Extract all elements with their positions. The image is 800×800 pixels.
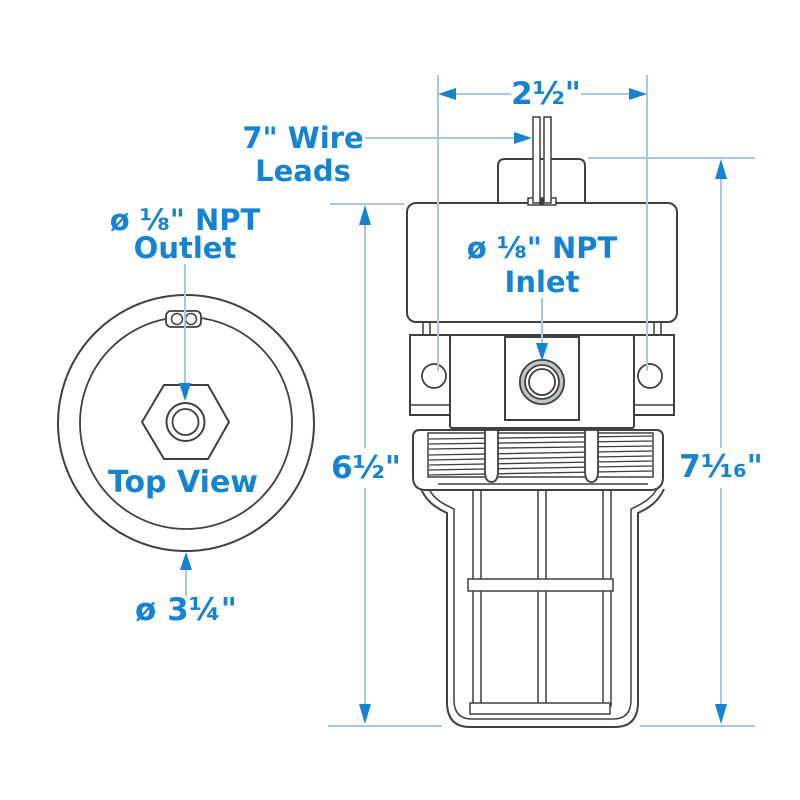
outlet-label-line2: Outlet <box>134 231 237 265</box>
cage-right-bar <box>602 488 612 707</box>
arrowhead-total-height-bottom <box>715 704 727 724</box>
feedthrough-wire-left <box>170 312 184 326</box>
wire-feedthrough <box>165 310 202 328</box>
filter-head-cap <box>412 429 664 491</box>
dim-body-height-label: 6½" <box>331 450 401 486</box>
dim-top-diameter: ø 3¼" <box>132 552 240 631</box>
inlet-port-outer-circle <box>519 359 565 405</box>
mounting-hole-left <box>421 363 447 389</box>
wire-leads-label-line1: 7" Wire <box>242 121 363 155</box>
dim-width-label: 2½" <box>511 76 581 112</box>
cage-center-bar <box>537 485 547 707</box>
top-view-caption: Top View <box>108 465 258 500</box>
cage-left-bar <box>472 488 482 707</box>
dim-top-diameter-label: ø 3¼" <box>135 592 237 628</box>
wire-lead-right <box>543 116 552 204</box>
dim-body-height: 6½" <box>328 203 442 727</box>
filter-head-rib-lines <box>428 435 653 476</box>
dim-total-height-label: 7¹⁄₁₆" <box>679 449 763 485</box>
inlet-port-ring-shading <box>520 360 564 404</box>
bracket-step-tabs <box>422 322 662 336</box>
arrowhead-outlet <box>179 383 191 401</box>
wire-leads-label-line2: Leads <box>255 154 351 188</box>
arrowhead-total-height-top <box>715 159 727 179</box>
inlet-label-line1: ø ⅛" NPT <box>467 231 618 265</box>
wire-base-center <box>539 199 544 205</box>
strainer-bowl-inner-wall <box>428 488 658 720</box>
mounting-wing-left <box>409 334 451 416</box>
cap-slot-left <box>484 429 499 483</box>
wire-feedthrough-housing <box>165 310 202 328</box>
top-view <box>57 294 315 552</box>
strainer-bowl-outer-wall <box>420 488 665 728</box>
arrowhead-inlet <box>536 343 548 361</box>
callout-inlet: ø ⅛" NPT Inlet <box>464 228 620 361</box>
terminal-cap <box>497 158 586 204</box>
arrowhead-body-height-bottom <box>359 704 371 724</box>
dim-width-across-mounts: 2½" <box>437 73 648 371</box>
arrowhead-top-diameter <box>180 552 192 570</box>
arrowhead-wire-leads <box>514 132 532 144</box>
arrowhead-width-right <box>629 88 647 100</box>
arrowhead-body-height-top <box>359 205 371 225</box>
inlet-port-inner-circle <box>528 368 556 396</box>
dimension-annotations: 2½" 7" Wire Leads ø ⅛" NPT Outlet ø ⅛" N… <box>105 73 766 727</box>
inlet-label-line2: Inlet <box>505 265 580 299</box>
cage-crossbar <box>467 578 614 592</box>
wire-lead-left <box>532 116 541 204</box>
cage-bottom-plate <box>469 702 611 715</box>
outlet-label-line1: ø ⅛" NPT <box>110 203 261 237</box>
callout-wire-leads: 7" Wire Leads <box>239 118 532 191</box>
outlet-port-inner-circle <box>171 408 200 436</box>
dim-total-height: 7¹⁄₁₆" <box>588 157 766 727</box>
inlet-port-mid-circle <box>524 364 560 400</box>
mounting-hole-right <box>637 363 663 389</box>
mounting-wing-right <box>633 334 675 416</box>
callout-outlet: ø ⅛" NPT Outlet <box>107 200 263 401</box>
side-view <box>406 116 678 728</box>
cap-slot-right <box>584 429 599 483</box>
arrowhead-width-left <box>438 88 456 100</box>
